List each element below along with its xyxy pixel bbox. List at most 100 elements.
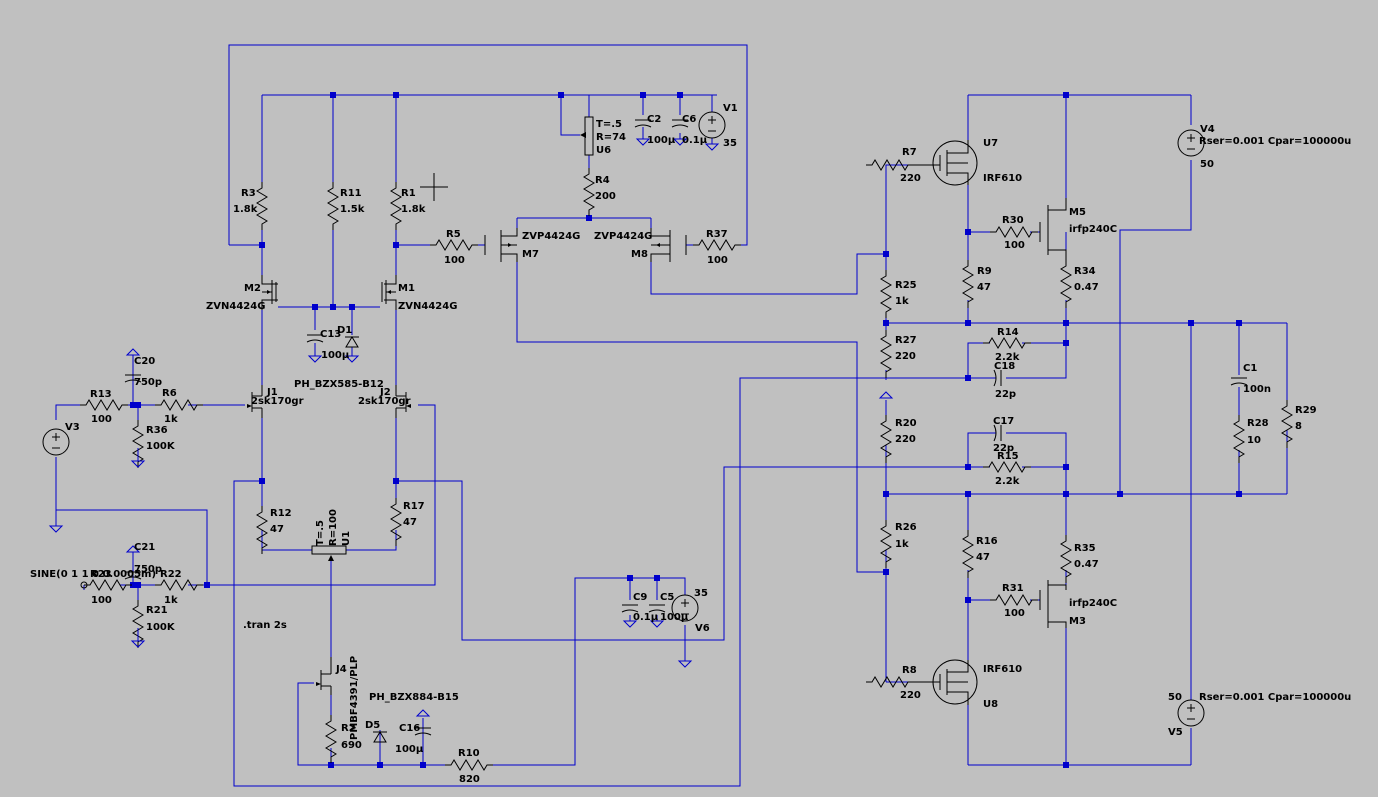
- label-V6-value: 35: [694, 588, 708, 599]
- label-R1: R1: [401, 188, 416, 199]
- label-C18: C18: [994, 361, 1015, 372]
- label-V5-params: Rser=0.001 Cpar=100000u: [1199, 692, 1351, 703]
- label-sine-source: SINE(0 1 1 0 0.0005m): [30, 569, 156, 580]
- label-R35: R35: [1074, 543, 1096, 554]
- labels: R3 1.8k R11 1.5k R1 1.8k R5 100 R4 200 T…: [30, 103, 1351, 785]
- label-R9-value: 47: [977, 282, 991, 293]
- label-C6-value: 0.1µ: [682, 135, 708, 146]
- label-R30-value: 100: [1004, 240, 1025, 251]
- label-V5: V5: [1168, 727, 1183, 738]
- label-R6: R6: [162, 388, 177, 399]
- label-R28: R28: [1247, 418, 1269, 429]
- label-C5: C5: [660, 592, 674, 603]
- label-J2: J2: [379, 387, 391, 398]
- label-J1: J1: [266, 387, 278, 398]
- label-M5: M5: [1069, 207, 1086, 218]
- grounds: [49, 137, 719, 668]
- junctions: [130, 92, 1242, 768]
- label-U6: U6: [596, 145, 611, 156]
- label-R15-value: 2.2k: [995, 476, 1020, 487]
- label-C6: C6: [682, 114, 696, 125]
- label-C21-value: 750p: [134, 564, 162, 575]
- label-C13: C13: [320, 329, 341, 340]
- label-C20: C20: [134, 356, 155, 367]
- label-M2-model: ZVN4424G: [206, 301, 265, 312]
- label-V4-params: Rser=0.001 Cpar=100000u: [1199, 136, 1351, 147]
- label-R28-value: 10: [1247, 435, 1261, 446]
- label-J1-model: 2sk170gr: [251, 396, 304, 407]
- label-R3-value: 1.8k: [233, 204, 258, 215]
- label-M2: M2: [244, 283, 261, 294]
- label-M8: M8: [631, 249, 648, 260]
- transistors: [246, 116, 1067, 743]
- label-M7: M7: [522, 249, 539, 260]
- label-R15: R15: [997, 451, 1019, 462]
- label-R11-value: 1.5k: [340, 204, 365, 215]
- label-R5-value: 100: [444, 255, 465, 266]
- label-R11: R11: [340, 188, 362, 199]
- label-R13-value: 100: [91, 414, 112, 425]
- label-R4: R4: [595, 175, 610, 186]
- label-C2: C2: [647, 114, 661, 125]
- label-R12-value: 47: [270, 524, 284, 535]
- label-U1: U1: [341, 531, 352, 546]
- label-R16: R16: [976, 536, 998, 547]
- label-D1-model: PH_BZX585-B12: [294, 379, 384, 390]
- label-V3: V3: [65, 422, 80, 433]
- label-R35-value: 0.47: [1074, 559, 1099, 570]
- label-R37: R37: [706, 229, 728, 240]
- label-R13: R13: [90, 389, 112, 400]
- label-C1-value: 100n: [1243, 384, 1271, 395]
- label-U8-model: IRF610: [983, 664, 1022, 675]
- label-R2: R2: [341, 723, 356, 734]
- label-M1-model: ZVN4424G: [398, 301, 457, 312]
- label-J4: J4: [335, 664, 347, 675]
- label-R17: R17: [403, 501, 425, 512]
- label-V1: V1: [723, 103, 738, 114]
- label-D5-model: PH_BZX884-B15: [369, 692, 459, 703]
- label-V4-value: 50: [1200, 159, 1214, 170]
- label-R8-value: 220: [900, 690, 921, 701]
- label-R7-value: 220: [900, 173, 921, 184]
- label-R20-value: 220: [895, 434, 916, 445]
- spice-directive-tran: .tran 2s: [243, 620, 287, 631]
- capacitors: [124, 119, 1248, 736]
- label-R4-value: 200: [595, 191, 616, 202]
- label-R25-value: 1k: [895, 296, 909, 307]
- label-J4-model: PMBF4391/PLP: [349, 656, 360, 740]
- label-R14-value: 2.2k: [995, 352, 1020, 363]
- label-D1: D1: [337, 325, 352, 336]
- label-C9-value: 0.1µ: [633, 612, 659, 623]
- label-C17: C17: [993, 416, 1014, 427]
- voltage-sources: [42, 111, 1205, 727]
- label-C18-value: 22p: [995, 389, 1016, 400]
- label-R9: R9: [977, 266, 992, 277]
- label-C16-value: 100µ: [395, 744, 424, 755]
- label-R21-value: 100K: [146, 622, 176, 633]
- label-R10-value: 820: [459, 774, 480, 785]
- label-R34: R34: [1074, 266, 1096, 277]
- label-M1: M1: [398, 283, 415, 294]
- label-V6: V6: [695, 623, 710, 634]
- label-R26-value: 1k: [895, 539, 909, 550]
- label-R30: R30: [1002, 215, 1024, 226]
- label-R10: R10: [458, 748, 480, 759]
- label-R1-value: 1.8k: [401, 204, 426, 215]
- label-R37-value: 100: [707, 255, 728, 266]
- label-C13-value: 100µ: [321, 350, 350, 361]
- label-C9: C9: [633, 592, 647, 603]
- label-M3: M3: [1069, 616, 1086, 627]
- label-R20: R20: [895, 418, 917, 429]
- label-J2-model: 2sk170gr: [358, 396, 411, 407]
- label-R3: R3: [241, 188, 256, 199]
- label-R29-value: 8: [1295, 421, 1302, 432]
- label-C2-value: 100µ: [647, 135, 676, 146]
- label-U7: U7: [983, 138, 998, 149]
- label-R5: R5: [446, 229, 461, 240]
- label-R8: R8: [902, 665, 917, 676]
- label-R6-value: 1k: [164, 414, 178, 425]
- label-R23: R23: [90, 569, 112, 580]
- label-V5-value: 50: [1168, 692, 1182, 703]
- label-R31-value: 100: [1004, 608, 1025, 619]
